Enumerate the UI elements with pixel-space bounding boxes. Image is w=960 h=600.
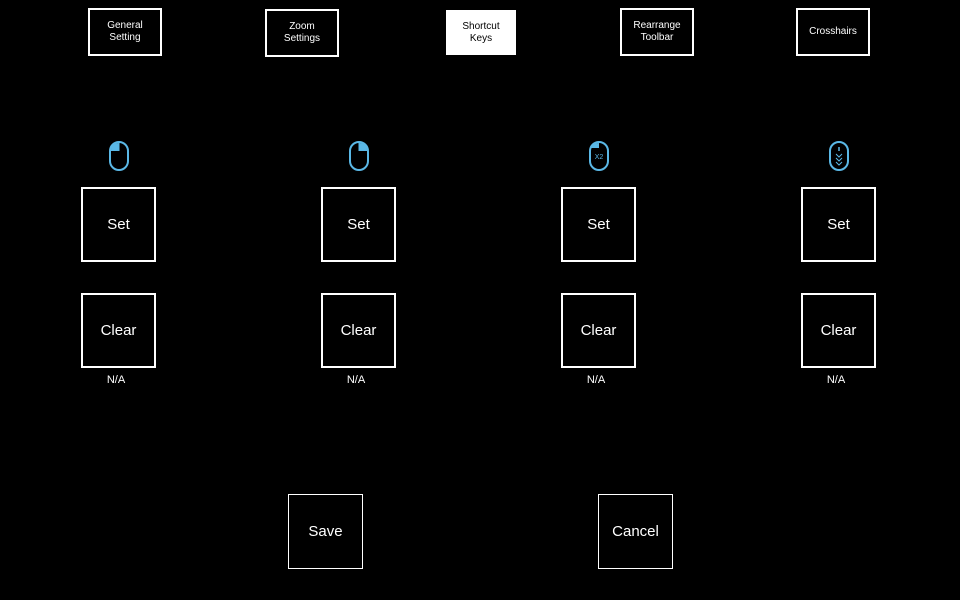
save-button[interactable]: Save [288, 494, 363, 569]
cancel-button[interactable]: Cancel [598, 494, 673, 569]
tab-crosshairs[interactable]: Crosshairs [796, 8, 870, 56]
set-button[interactable]: Set [321, 187, 396, 262]
mouse-x2-label: X2 [595, 154, 604, 161]
mouse-right-button-icon [349, 141, 369, 171]
clear-button[interactable]: Clear [81, 293, 156, 368]
shortcut-column-left-button: Set Clear N/A [81, 140, 156, 400]
shortcut-column-x2-button: X2 Set Clear N/A [561, 140, 636, 400]
tab-rearrange-toolbar[interactable]: Rearrange Toolbar [620, 8, 694, 56]
mouse-x2-button-icon: X2 [589, 141, 609, 171]
tab-zoom-settings[interactable]: Zoom Settings [265, 9, 339, 57]
tab-shortcut-keys-label: Shortcut Keys [462, 20, 500, 44]
tab-shortcut-keys[interactable]: Shortcut Keys [446, 10, 516, 55]
shortcut-binding-value: N/A [346, 374, 366, 386]
shortcut-column-right-button: Set Clear N/A [321, 140, 396, 400]
tab-zoom-settings-label: Zoom Settings [283, 21, 321, 44]
tab-rearrange-toolbar-label: Rearrange Toolbar [633, 20, 681, 43]
shortcut-binding-value: N/A [106, 374, 126, 386]
clear-button[interactable]: Clear [561, 293, 636, 368]
tab-general-setting[interactable]: General Setting [88, 8, 162, 56]
set-button[interactable]: Set [561, 187, 636, 262]
mouse-left-button-icon [109, 141, 129, 171]
set-button[interactable]: Set [81, 187, 156, 262]
shortcut-binding-value: N/A [586, 374, 606, 386]
clear-button[interactable]: Clear [801, 293, 876, 368]
tab-general-setting-label: General Setting [107, 20, 143, 43]
shortcut-column-scroll-wheel: Set Clear N/A [801, 140, 876, 400]
mouse-scroll-wheel-icon [829, 141, 849, 171]
shortcut-binding-value: N/A [826, 374, 846, 386]
clear-button[interactable]: Clear [321, 293, 396, 368]
tab-crosshairs-label: Crosshairs [809, 26, 857, 37]
set-button[interactable]: Set [801, 187, 876, 262]
